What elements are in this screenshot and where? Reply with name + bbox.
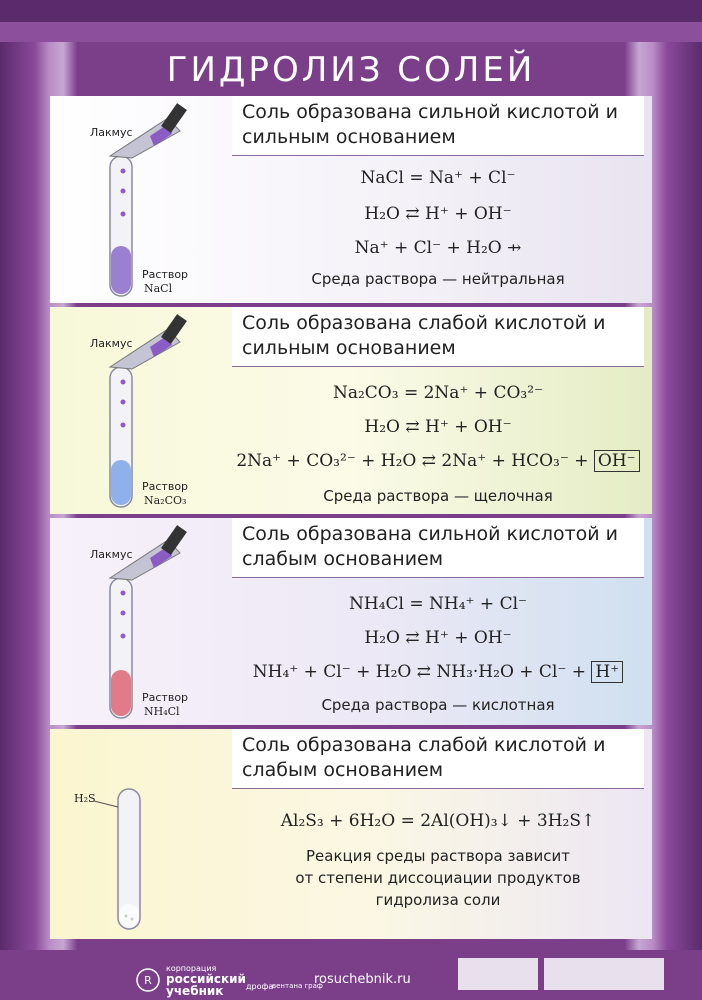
equation-1: Na₂CO₃ = 2Na⁺ + CO₃²⁻ bbox=[332, 383, 544, 403]
tube-area-2: Лакмус Раствор Na₂CO₃ bbox=[50, 307, 230, 514]
indicator-label: Лакмус bbox=[90, 337, 133, 350]
medium-text: Среда раствора — кислотная bbox=[321, 696, 555, 714]
boxed-ion: OH⁻ bbox=[593, 450, 640, 472]
section-heading: Соль образована слабой кислотой и сильны… bbox=[232, 307, 644, 367]
equation-1: Al₂S₃ + 6H₂O = 2Al(OH)₃↓ + 3H₂S↑ bbox=[280, 811, 596, 831]
imprint-box bbox=[458, 958, 538, 990]
medium-text: Среда раствора — щелочная bbox=[323, 487, 553, 505]
liquid-1 bbox=[111, 246, 131, 294]
section-content: NH₄Cl = NH₄⁺ + Cl⁻ H₂O ⇄ H⁺ + OH⁻ NH₄⁺ +… bbox=[232, 580, 644, 721]
section-2: Лакмус Раствор Na₂CO₃ Соль образована сл… bbox=[50, 307, 652, 514]
indicator-label: Лакмус bbox=[90, 548, 133, 561]
medium-text: Среда раствора — нейтральная bbox=[311, 270, 565, 288]
section-1: Лакмус Раствор NaCl Соль образована силь… bbox=[50, 96, 652, 303]
equation-1: NaCl = Na⁺ + Cl⁻ bbox=[360, 168, 516, 188]
imprint-box-2 bbox=[544, 958, 664, 990]
brand-logo-icon: R bbox=[136, 968, 160, 992]
solution-label: Раствор bbox=[142, 268, 189, 281]
section-3: Лакмус Раствор NH₄Cl Соль образована сил… bbox=[50, 518, 652, 725]
page-title: ГИДРОЛИЗ СОЛЕЙ bbox=[166, 50, 536, 90]
tube-area-4: H₂S bbox=[50, 729, 230, 939]
equation-2: H₂O ⇄ H⁺ + OH⁻ bbox=[364, 417, 512, 437]
top-band bbox=[0, 0, 702, 22]
brand-line-1: российский bbox=[166, 972, 246, 986]
partner-2: вентана граф bbox=[272, 982, 323, 990]
precipitate bbox=[119, 904, 139, 927]
footer: R корпорация российский учебник дрофа ве… bbox=[0, 950, 702, 1000]
solution-formula: NaCl bbox=[144, 282, 173, 295]
equation-3-row: 2Na⁺ + CO₃²⁻ + H₂O ⇄ 2Na⁺ + HCO₃⁻ + OH⁻ bbox=[232, 450, 644, 472]
medium-line-1: Реакция среды раствора зависит bbox=[306, 847, 570, 865]
solution-formula: Na₂CO₃ bbox=[144, 494, 187, 507]
boxed-ion: H⁺ bbox=[591, 661, 624, 683]
tube-area-1: Лакмус Раствор NaCl bbox=[50, 96, 230, 303]
tube-area-3: Лакмус Раствор NH₄Cl bbox=[50, 518, 230, 725]
test-tube-2 bbox=[108, 314, 187, 508]
brand-line-2: учебник bbox=[166, 984, 224, 998]
test-tube-3 bbox=[108, 525, 187, 719]
liquid-3 bbox=[111, 670, 131, 716]
partner-1: дрофа bbox=[246, 982, 274, 991]
equation-3: NH₄⁺ + Cl⁻ + H₂O ⇄ NH₃·H₂O + Cl⁻ + bbox=[252, 662, 587, 682]
brand-small: корпорация bbox=[166, 964, 217, 973]
test-tube-4 bbox=[93, 788, 141, 930]
site-link[interactable]: rosuchebnik.ru bbox=[314, 972, 411, 987]
section-heading: Соль образована сильной кислотой и сильн… bbox=[232, 96, 644, 156]
section-4: H₂S Соль образована слабой кислотой и сл… bbox=[50, 729, 652, 939]
solution-label: Раствор bbox=[142, 691, 189, 704]
medium-line-3: гидролиза соли bbox=[375, 891, 501, 909]
equation-3: Na⁺ + Cl⁻ + H₂O ⇸ bbox=[354, 238, 522, 258]
equation-3-row: NH₄⁺ + Cl⁻ + H₂O ⇄ NH₃·H₂O + Cl⁻ + H⁺ bbox=[232, 661, 644, 683]
equation-2: H₂O ⇄ H⁺ + OH⁻ bbox=[364, 204, 512, 224]
test-tube-1 bbox=[108, 103, 187, 297]
indicator-label: Лакмус bbox=[90, 126, 133, 139]
section-content: NaCl = Na⁺ + Cl⁻ H₂O ⇄ H⁺ + OH⁻ Na⁺ + Cl… bbox=[232, 158, 644, 299]
svg-text:R: R bbox=[144, 974, 152, 987]
top-band-2 bbox=[0, 22, 702, 42]
section-content: Na₂CO₃ = 2Na⁺ + CO₃²⁻ H₂O ⇄ H⁺ + OH⁻ 2Na… bbox=[232, 369, 644, 510]
equation-3: 2Na⁺ + CO₃²⁻ + H₂O ⇄ 2Na⁺ + HCO₃⁻ + bbox=[236, 451, 589, 471]
solution-formula: NH₄Cl bbox=[144, 705, 180, 718]
liquid-2 bbox=[111, 460, 131, 505]
section-content: Al₂S₃ + 6H₂O = 2Al(OH)₃↓ + 3H₂S↑ Реакция… bbox=[232, 791, 644, 935]
gas-label: H₂S bbox=[74, 792, 96, 805]
medium-line-2: от степени диссоциации продуктов bbox=[295, 869, 581, 887]
section-heading: Соль образована слабой кислотой и слабым… bbox=[232, 729, 644, 789]
equation-2: H₂O ⇄ H⁺ + OH⁻ bbox=[364, 628, 512, 648]
solution-label: Раствор bbox=[142, 480, 189, 493]
section-heading: Соль образована сильной кислотой и слабы… bbox=[232, 518, 644, 578]
equation-1: NH₄Cl = NH₄⁺ + Cl⁻ bbox=[349, 594, 527, 614]
